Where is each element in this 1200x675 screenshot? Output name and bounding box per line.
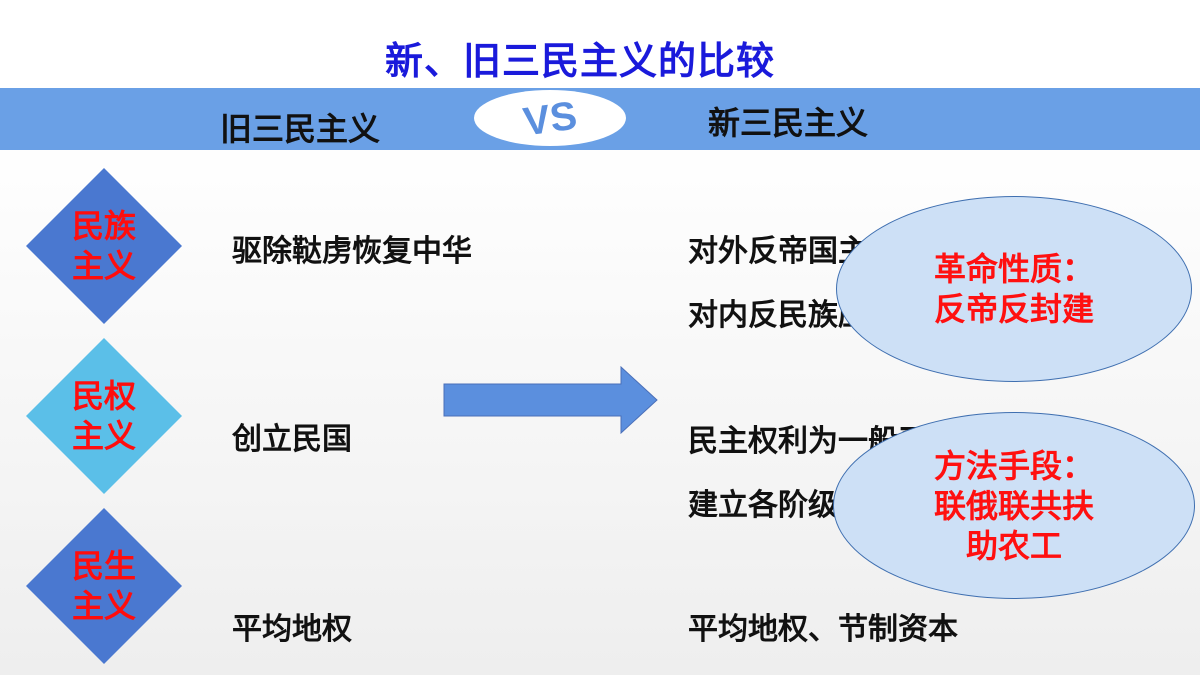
callout-methods-line3: 助农工 (965, 526, 1062, 565)
diamond-livelihood-line1: 民生 (71, 547, 136, 585)
diamond-democracy: 民权 主义 (24, 336, 184, 496)
new-livelihood-text: 平均地权、节制资本 (688, 612, 958, 647)
callout-methods: 方法手段： 联俄联共扶 助农工 (833, 412, 1195, 599)
header-new-label: 新三民主义 (708, 104, 869, 142)
old-nationalism-text: 驱除鞑虏恢复中华 (232, 234, 472, 269)
vs-text: VS (521, 93, 580, 144)
callout-methods-line1: 方法手段： (933, 446, 1094, 485)
page-title: 新、旧三民主义的比较 (384, 39, 775, 83)
callout-revolution-nature: 革命性质： 反帝反封建 (836, 196, 1192, 382)
right-arrow-icon (443, 366, 658, 434)
callout-revolution-line2: 反帝反封建 (933, 290, 1094, 328)
diamond-democracy-line2: 主义 (71, 417, 136, 455)
callout-revolution-line1: 革命性质： (933, 250, 1094, 288)
old-livelihood-text: 平均地权 (232, 612, 352, 647)
diamond-democracy-line1: 民权 (71, 377, 136, 415)
diamond-nationalism-line2: 主义 (71, 247, 136, 285)
diamond-nationalism: 民族 主义 (24, 166, 184, 326)
header-old-label: 旧三民主义 (220, 110, 381, 148)
diamond-livelihood-line2: 主义 (71, 587, 136, 625)
callout-methods-line2: 联俄联共扶 (933, 486, 1094, 525)
diamond-nationalism-line1: 民族 (71, 207, 136, 245)
vs-badge: VS (474, 90, 626, 146)
old-democracy-text: 创立民国 (232, 422, 352, 457)
diamond-livelihood: 民生 主义 (24, 506, 184, 666)
